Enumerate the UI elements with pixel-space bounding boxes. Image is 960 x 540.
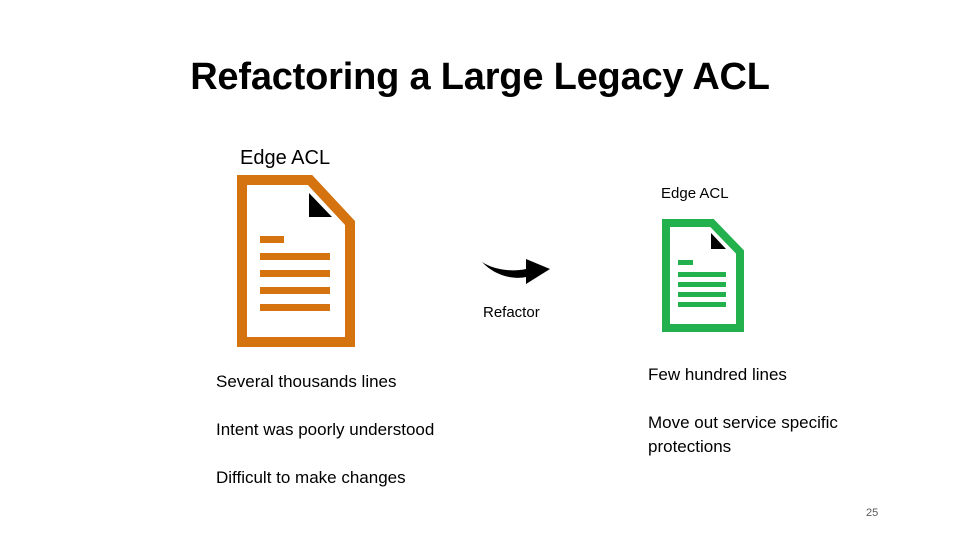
- document-outline: [237, 175, 355, 347]
- document-icon-small: [662, 219, 744, 332]
- document-outline: [662, 219, 744, 332]
- document-line: [260, 270, 330, 277]
- document-line: [678, 272, 726, 277]
- right-document-label: Edge ACL: [661, 185, 729, 202]
- document-line: [678, 260, 693, 265]
- left-document-label: Edge ACL: [240, 147, 331, 169]
- document-line: [260, 304, 330, 311]
- document-fold: [309, 193, 332, 217]
- left-bullet: Difficult to make changes: [216, 468, 406, 487]
- document-line: [678, 302, 726, 307]
- document-line: [678, 282, 726, 287]
- document-fold: [711, 233, 726, 249]
- arrow-right-icon: [482, 259, 550, 284]
- right-bullet: Move out service specific protections: [648, 413, 838, 456]
- slide-title: Refactoring a Large Legacy ACL: [190, 56, 770, 98]
- left-bullet: Intent was poorly understood: [216, 420, 435, 439]
- document-line: [260, 236, 284, 243]
- document-line: [260, 287, 330, 294]
- document-line: [260, 253, 330, 260]
- page-number: 25: [866, 507, 879, 519]
- right-bullet: Few hundred lines: [648, 365, 787, 384]
- left-bullet: Several thousands lines: [216, 372, 397, 391]
- document-line: [678, 292, 726, 297]
- document-icon-large: [237, 175, 355, 347]
- refactor-label: Refactor: [483, 304, 540, 321]
